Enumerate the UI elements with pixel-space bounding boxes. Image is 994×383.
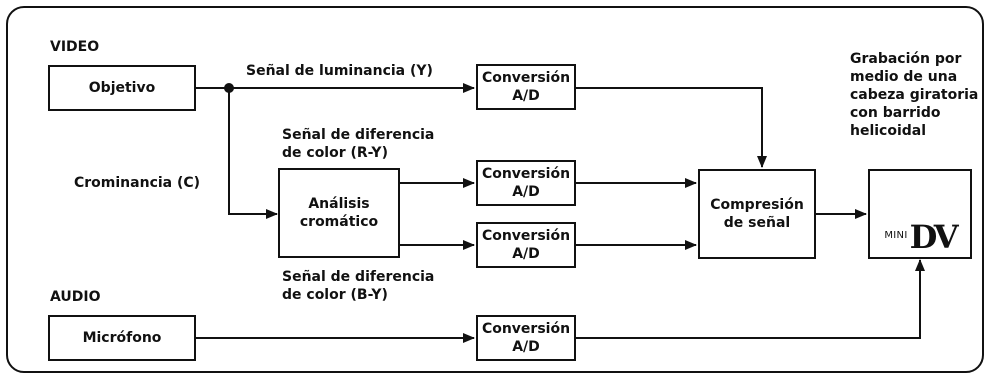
objetivo-label: Objetivo	[88, 80, 156, 96]
conversion-audio-block: Conversión A/D	[476, 315, 576, 361]
minidv-small-text: MINI	[884, 230, 908, 241]
conversion-y-label: Conversión A/D	[481, 70, 571, 104]
analisis-block: Análisis cromático	[278, 168, 400, 258]
conversion-y-block: Conversión A/D	[476, 64, 576, 110]
conversion-ry-label: Conversión A/D	[481, 166, 571, 200]
chrominance-signal-label: Crominancia (C)	[74, 175, 201, 191]
minidv-block: MINI DV	[868, 169, 972, 259]
conversion-audio-label: Conversión A/D	[481, 321, 571, 355]
junction-dot	[224, 83, 234, 93]
compresion-block: Compresión de señal	[698, 169, 816, 259]
by-signal-label: Señal de diferencia de color (B-Y)	[282, 269, 435, 303]
arrow-y-to-compression	[576, 87, 767, 168]
conversion-by-label: Conversión A/D	[481, 228, 571, 262]
arrow-audio-to-minidv	[576, 259, 925, 339]
microfono-label: Micrófono	[82, 330, 162, 346]
conversion-by-block: Conversión A/D	[476, 222, 576, 268]
video-label: VIDEO	[50, 39, 100, 55]
conversion-ry-block: Conversión A/D	[476, 160, 576, 206]
objetivo-block: Objetivo	[48, 65, 196, 111]
arrow-chrominance	[228, 88, 278, 219]
recording-description: Grabación por medio de una cabeza girato…	[850, 51, 979, 139]
microfono-block: Micrófono	[48, 315, 196, 361]
diagram-frame	[6, 6, 984, 373]
ry-signal-label: Señal de diferencia de color (R-Y)	[282, 127, 435, 161]
compresion-label: Compresión de señal	[710, 197, 804, 231]
luminance-signal-label: Señal de luminancia (Y)	[246, 63, 433, 79]
minidv-logo: DV	[909, 218, 959, 256]
analisis-label: Análisis cromático	[299, 196, 379, 230]
audio-label: AUDIO	[50, 289, 101, 305]
